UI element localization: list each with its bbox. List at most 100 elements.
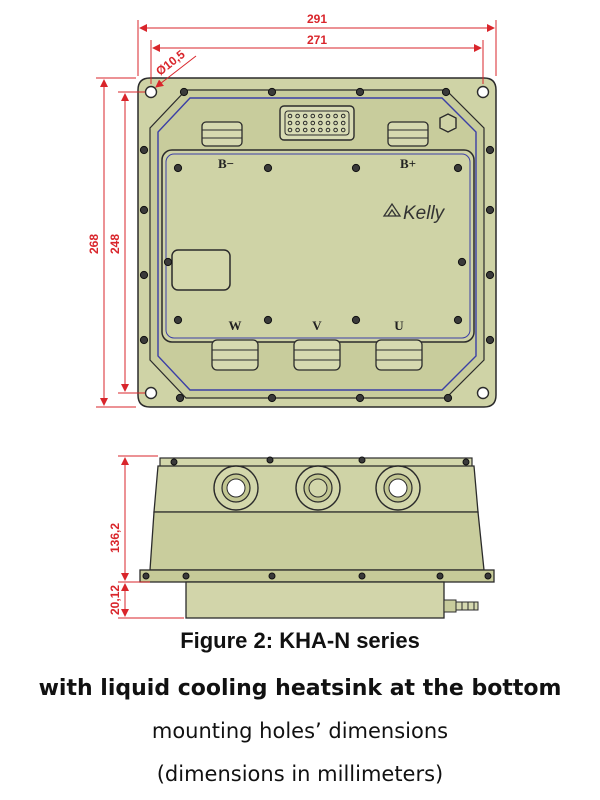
side-lower-body bbox=[149, 511, 485, 571]
screw-icon bbox=[358, 572, 366, 580]
cable-gland-u bbox=[375, 339, 423, 371]
screw-icon bbox=[268, 572, 276, 580]
dim-hole-spacing-width: 271 bbox=[307, 33, 327, 47]
dim-overall-width: 291 bbox=[307, 12, 327, 26]
mounting-hole bbox=[144, 85, 158, 99]
figure-description: mounting holes’ dimensions bbox=[151, 719, 449, 743]
screw-icon bbox=[263, 163, 273, 173]
cable-gland-v bbox=[293, 339, 341, 371]
label-b-plus: B+ bbox=[400, 156, 416, 171]
connector-pin bbox=[302, 113, 308, 119]
connector-pins bbox=[287, 113, 346, 133]
connector-pin bbox=[333, 127, 338, 133]
cable-gland-b-minus bbox=[201, 121, 243, 147]
screw-icon bbox=[173, 163, 183, 173]
connector-pin bbox=[302, 127, 308, 133]
liquid-heatsink bbox=[185, 581, 445, 619]
dim-hole-diameter: Ø10,5 bbox=[153, 47, 188, 78]
connector-pin bbox=[333, 120, 338, 126]
connector-pin bbox=[295, 127, 300, 133]
screw-icon bbox=[139, 145, 149, 155]
screw-icon bbox=[267, 87, 277, 97]
screw-icon bbox=[462, 458, 470, 466]
brand-name: Kelly bbox=[403, 203, 446, 224]
screw-icon bbox=[355, 393, 365, 403]
screw-icon bbox=[436, 572, 444, 580]
lid-plate bbox=[161, 149, 475, 343]
screw-icon bbox=[485, 335, 495, 345]
cable-gland-b-plus bbox=[387, 121, 429, 147]
screw-icon bbox=[163, 257, 173, 267]
screw-icon bbox=[139, 205, 149, 215]
connector-pin bbox=[325, 127, 331, 133]
screw-icon bbox=[179, 87, 189, 97]
connector-pin bbox=[325, 120, 331, 126]
screw-icon bbox=[358, 456, 366, 464]
screw-icon bbox=[139, 270, 149, 280]
screw-icon bbox=[182, 572, 190, 580]
connector-pin bbox=[318, 127, 323, 133]
screw-icon bbox=[267, 393, 277, 403]
hex-vent-icon bbox=[439, 113, 457, 133]
screw-icon bbox=[351, 163, 361, 173]
screw-icon bbox=[266, 456, 274, 464]
side-cable-glands bbox=[213, 465, 421, 511]
label-b-minus: B− bbox=[218, 156, 234, 171]
screw-icon bbox=[175, 393, 185, 403]
connector-pin bbox=[287, 113, 293, 119]
connector-pin bbox=[287, 127, 293, 133]
screw-icon bbox=[355, 87, 365, 97]
connector-pin bbox=[295, 120, 300, 126]
screw-icon bbox=[485, 145, 495, 155]
connector-pin bbox=[340, 113, 346, 119]
lid-inner-line bbox=[165, 153, 471, 339]
screw-icon bbox=[485, 205, 495, 215]
mounting-hole bbox=[476, 85, 490, 99]
connector-pin bbox=[310, 120, 316, 126]
dim-hole-spacing-height: 248 bbox=[108, 234, 122, 254]
screw-icon bbox=[485, 270, 495, 280]
top-view: B− B+ W V U Kelly bbox=[87, 12, 497, 408]
connector-pin bbox=[340, 127, 346, 133]
dim-body-height: 136,2 bbox=[108, 523, 122, 553]
connector-pin bbox=[318, 113, 323, 119]
figure-title: Figure 2: KHA-N series bbox=[180, 628, 420, 653]
dimensions-top-view bbox=[96, 20, 497, 408]
connector-pin bbox=[340, 120, 346, 126]
kelly-logo-icon bbox=[382, 202, 402, 217]
signal-connector bbox=[279, 105, 355, 141]
dim-overall-height: 268 bbox=[87, 234, 101, 254]
connector-pin bbox=[318, 120, 323, 126]
screw-icon bbox=[351, 315, 361, 325]
screw-icon bbox=[170, 458, 178, 466]
connector-pin bbox=[287, 120, 293, 126]
cable-gland-w bbox=[211, 339, 259, 371]
screws bbox=[139, 87, 495, 403]
screw-icon bbox=[453, 315, 463, 325]
label-v: V bbox=[312, 318, 322, 333]
dimensions-side-view bbox=[118, 455, 184, 619]
screw-icon bbox=[142, 572, 150, 580]
label-recess bbox=[171, 249, 231, 291]
figure-units-note: (dimensions in millimeters) bbox=[156, 762, 444, 786]
dim-heatsink-height: 20,12 bbox=[108, 585, 122, 615]
kelly-logo: Kelly bbox=[382, 202, 446, 224]
screw-icon bbox=[441, 87, 451, 97]
figure-subtitle: with liquid cooling heatsink at the bott… bbox=[38, 676, 562, 701]
connector-pin bbox=[302, 120, 308, 126]
mounting-hole bbox=[476, 386, 490, 400]
side-view: 136,2 20,12 bbox=[108, 455, 495, 619]
connector-pin bbox=[325, 113, 331, 119]
housing-seal-line bbox=[157, 97, 477, 391]
screw-icon bbox=[173, 315, 183, 325]
connector-pin bbox=[333, 113, 338, 119]
mounting-hole bbox=[144, 386, 158, 400]
connector-pin bbox=[295, 113, 300, 119]
coolant-fitting bbox=[443, 599, 479, 613]
screw-icon bbox=[443, 393, 453, 403]
technical-drawing: B− B+ W V U Kelly bbox=[87, 12, 497, 619]
screw-icon bbox=[484, 572, 492, 580]
screw-icon bbox=[457, 257, 467, 267]
screw-icon bbox=[263, 315, 273, 325]
label-w: W bbox=[229, 318, 242, 333]
